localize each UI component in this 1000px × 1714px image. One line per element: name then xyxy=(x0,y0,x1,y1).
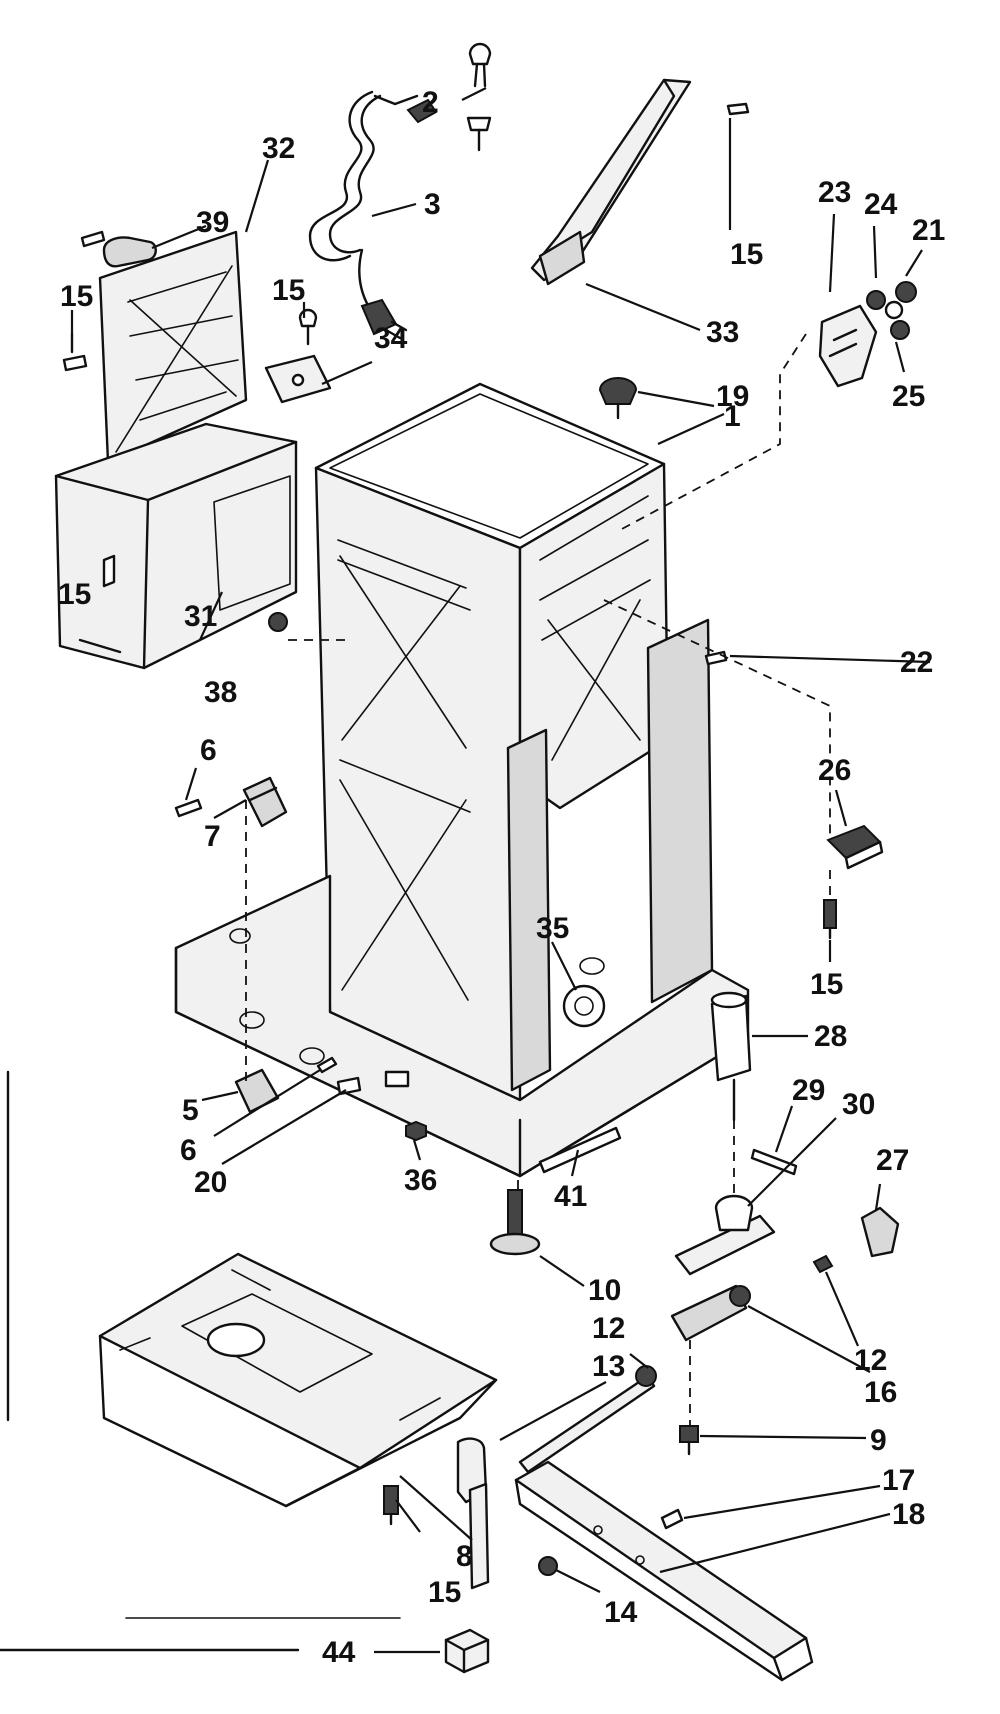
part-plate-34 xyxy=(264,354,332,404)
callout-14: 14 xyxy=(604,1596,638,1629)
callout-13: 13 xyxy=(592,1350,625,1383)
callout-9: 9 xyxy=(870,1424,887,1457)
part-motor-35 xyxy=(562,984,606,1028)
part-screw-17 xyxy=(660,1508,684,1530)
callout-24: 24 xyxy=(864,188,898,221)
callout-15-bar: 15 xyxy=(730,238,763,271)
callout-25: 25 xyxy=(892,380,925,413)
callout-36: 36 xyxy=(404,1164,437,1197)
assembly-lines xyxy=(245,333,831,1426)
part-nut-14 xyxy=(538,1556,558,1576)
part-housing-31 xyxy=(54,422,298,670)
callout-labels: 2 3 32 39 15 15 34 15 33 19 1 23 24 21 2… xyxy=(58,86,945,1669)
part-arm-bracket xyxy=(456,1437,490,1590)
callout-31: 31 xyxy=(184,600,217,633)
part-screw-12-b xyxy=(812,1254,834,1274)
part-foot-10 xyxy=(489,1189,541,1256)
callout-15-panel: 15 xyxy=(60,280,93,313)
callout-28: 28 xyxy=(814,1020,847,1053)
callout-26: 26 xyxy=(818,754,851,787)
callout-18: 18 xyxy=(892,1498,925,1531)
callout-15-tray: 15 xyxy=(428,1576,461,1609)
part-base-tray-8 xyxy=(98,1252,498,1508)
callout-29: 29 xyxy=(792,1074,825,1107)
callout-19: 19 xyxy=(716,380,749,413)
part-bar-33 xyxy=(530,78,692,286)
callout-20: 20 xyxy=(194,1166,227,1199)
callout-22: 22 xyxy=(900,646,933,679)
part-link-16 xyxy=(670,1284,751,1342)
part-bracket-30 xyxy=(674,1194,776,1276)
part-strip-41 xyxy=(538,1126,622,1174)
callout-32: 32 xyxy=(262,132,295,165)
part-screw-15-c xyxy=(298,308,318,346)
part-cylinder-28 xyxy=(710,991,752,1122)
callout-15-plate: 15 xyxy=(272,274,305,307)
callout-5: 5 xyxy=(182,1094,199,1127)
callout-44: 44 xyxy=(322,1636,356,1669)
callout-16: 16 xyxy=(864,1376,897,1409)
callout-30: 30 xyxy=(842,1088,875,1121)
callout-33: 33 xyxy=(706,316,739,349)
part-nut-38 xyxy=(268,612,288,632)
part-bracket-7 xyxy=(242,776,288,828)
page-border-marks xyxy=(0,1070,401,1652)
callout-1: 1 xyxy=(724,400,741,433)
callout-6-bottom: 6 xyxy=(180,1134,197,1167)
callout-21: 21 xyxy=(912,214,945,247)
part-knob-19 xyxy=(598,377,638,420)
part-power-cord-3 xyxy=(308,90,438,340)
callout-34: 34 xyxy=(374,322,408,355)
callout-6-top: 6 xyxy=(200,734,217,767)
part-knob-27 xyxy=(860,1206,900,1258)
callout-10: 10 xyxy=(588,1274,621,1307)
callout-41: 41 xyxy=(554,1180,587,1213)
callout-8: 8 xyxy=(456,1540,473,1573)
part-rod-13 xyxy=(518,1365,657,1474)
part-pin-29 xyxy=(750,1148,798,1176)
part-screw-6-b xyxy=(316,1056,338,1074)
part-screw-6-a xyxy=(174,798,203,818)
part-screw-15-e xyxy=(823,899,837,940)
part-block-26 xyxy=(826,824,884,870)
part-panel-32 xyxy=(98,230,248,464)
part-switch-5 xyxy=(234,1068,280,1114)
callout-15-housing: 15 xyxy=(58,578,91,611)
part-pin-20 xyxy=(336,1076,362,1096)
part-cabinet-1 xyxy=(174,382,750,1178)
callout-39: 39 xyxy=(196,206,229,239)
leader-lines xyxy=(70,87,931,1654)
callout-27: 27 xyxy=(876,1144,909,1177)
part-screw-15-a xyxy=(62,230,106,372)
callout-23: 23 xyxy=(818,176,851,209)
callout-12-right: 12 xyxy=(854,1344,887,1377)
callout-3: 3 xyxy=(424,188,441,221)
part-screw-9 xyxy=(679,1425,699,1456)
callout-12-left: 12 xyxy=(592,1312,625,1345)
callout-2: 2 xyxy=(422,86,439,119)
part-screw-15-f xyxy=(383,1485,399,1526)
part-block-44 xyxy=(444,1628,490,1674)
part-valve-assembly xyxy=(818,281,917,388)
part-bracket-39 xyxy=(102,236,157,268)
part-nut-36 xyxy=(405,1120,427,1142)
callout-35: 35 xyxy=(536,912,569,945)
callout-38: 38 xyxy=(204,676,237,709)
part-screw-2 xyxy=(466,42,492,152)
callout-17: 17 xyxy=(882,1464,915,1497)
part-pin-15-b xyxy=(726,102,750,116)
callout-15-right: 15 xyxy=(810,968,843,1001)
part-rail-18 xyxy=(514,1460,814,1682)
callout-7: 7 xyxy=(204,820,221,853)
